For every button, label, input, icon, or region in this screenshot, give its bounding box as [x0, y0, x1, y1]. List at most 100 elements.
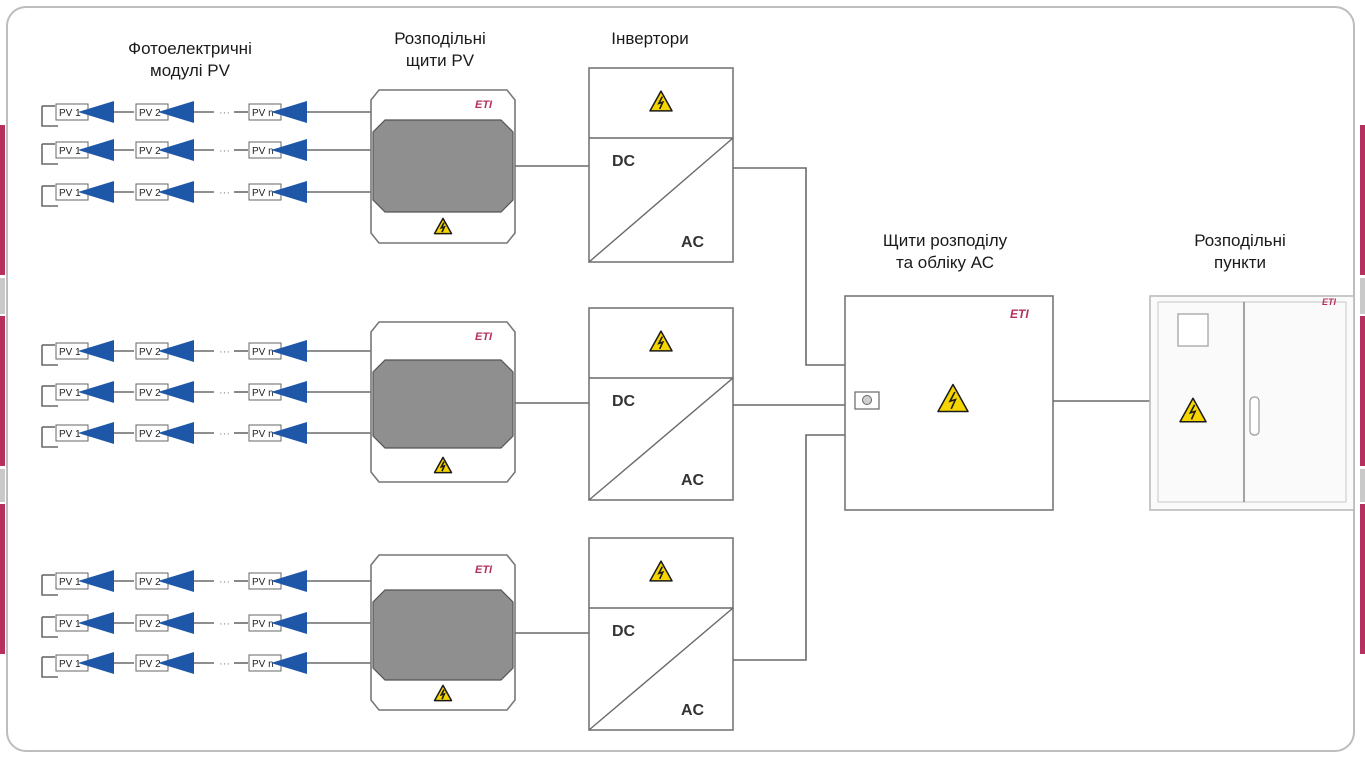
continuation-dots: ··· — [219, 618, 230, 630]
pv-module-label: PV 1 — [59, 108, 81, 119]
string-loop-line — [41, 186, 58, 207]
warning-icon — [649, 560, 673, 582]
eti-logo: ETI — [475, 331, 493, 343]
warning-icon — [649, 90, 673, 112]
eti-logo: ETI — [1322, 297, 1337, 307]
pv-panel-triangle — [78, 612, 114, 634]
pv-module-label: PV 2 — [139, 108, 161, 119]
pv-module-label: PV 1 — [59, 188, 81, 199]
pv-module-icon: PV 1 — [55, 612, 114, 634]
pv-panel-triangle — [78, 652, 114, 674]
pv-panel-triangle — [158, 570, 194, 592]
pv-panel-triangle — [271, 612, 307, 634]
edge-bar-left-bottom — [0, 504, 5, 654]
pv-module-icon: PV 1 — [55, 139, 114, 161]
pv-module-icon: PV n — [248, 381, 307, 403]
pv-module-label: PV n — [252, 659, 274, 670]
pv-panel-triangle — [271, 652, 307, 674]
pv-panel-triangle — [78, 139, 114, 161]
pv-module-label: PV 2 — [139, 146, 161, 157]
pv-module-label: PV 1 — [59, 429, 81, 440]
header-pv-combiner-boxes: Розподільні щити PV — [394, 29, 486, 70]
pv-panel-triangle — [158, 139, 194, 161]
pv-panel-triangle — [158, 181, 194, 203]
pv-module-icon: PV n — [248, 422, 307, 444]
inverter-ac-label: AC — [681, 702, 705, 719]
string-loop-line — [41, 106, 58, 127]
edge-bar-right-mid — [1360, 316, 1365, 466]
pv-module-label: PV 1 — [59, 619, 81, 630]
pv-module-label: PV n — [252, 108, 274, 119]
inverter-diagonal — [588, 377, 734, 501]
pv-panel-triangle — [78, 340, 114, 362]
header-inverters: Інвертори — [611, 29, 689, 48]
pv-module-icon: PV n — [248, 570, 307, 592]
inverter-3-to-ac-board-line — [733, 434, 845, 661]
pv-panel-triangle — [158, 652, 194, 674]
pv-module-icon: PV n — [248, 101, 307, 123]
pv-panel-triangle — [158, 612, 194, 634]
continuation-dots: ··· — [219, 658, 230, 670]
pv-module-label: PV 2 — [139, 429, 161, 440]
pv-module-icon: PV 1 — [55, 422, 114, 444]
pv-module-icon: PV 2 — [135, 422, 194, 444]
pv-module-label: PV 1 — [59, 388, 81, 399]
inverter-ac-label: AC — [681, 234, 705, 251]
pv-panel-triangle — [271, 381, 307, 403]
pv-panel-triangle — [158, 422, 194, 444]
switch-icon — [854, 391, 880, 410]
pv-module-icon: PV 1 — [55, 181, 114, 203]
pv-panel-triangle — [78, 422, 114, 444]
string-loop-line — [41, 386, 58, 407]
pv-module-icon: PV 2 — [135, 139, 194, 161]
edge-bar-right-lower-mid — [1360, 469, 1365, 502]
eti-logo: ETI — [475, 99, 493, 111]
pv-module-icon: PV 1 — [55, 340, 114, 362]
pv-module-icon: PV 2 — [135, 381, 194, 403]
continuation-dots: ··· — [219, 576, 230, 588]
pv-panel-triangle — [78, 381, 114, 403]
string-loop-line — [41, 144, 58, 165]
edge-bar-right-bottom — [1360, 504, 1365, 654]
header-ac-distribution-boards: Щити розподілу та обліку АС — [882, 231, 1008, 272]
inverter-dc-label: DC — [612, 393, 636, 410]
pv-panel-triangle — [78, 181, 114, 203]
inverter-dc-label: DC — [612, 623, 636, 640]
pv-module-label: PV n — [252, 347, 274, 358]
pv-module-label: PV 2 — [139, 388, 161, 399]
pv-module-label: PV 1 — [59, 659, 81, 670]
string-loop-line — [41, 657, 58, 678]
pv-module-label: PV 1 — [59, 146, 81, 157]
edge-bar-left-lower-mid — [0, 469, 5, 502]
continuation-dots: ··· — [219, 428, 230, 440]
pv-module-label: PV 1 — [59, 577, 81, 588]
continuation-dots: ··· — [219, 346, 230, 358]
warning-icon — [433, 456, 453, 474]
pv-panel-triangle — [271, 570, 307, 592]
pv-module-icon: PV 2 — [135, 101, 194, 123]
pv-panel-triangle — [78, 570, 114, 592]
combiner-gray-panel — [372, 119, 514, 213]
warning-icon — [433, 684, 453, 702]
pv-module-icon: PV n — [248, 612, 307, 634]
combiner-gray-panel — [372, 359, 514, 449]
edge-bar-left-upper-mid — [0, 278, 5, 314]
pv-module-label: PV n — [252, 188, 274, 199]
pv-panel-triangle — [271, 101, 307, 123]
pv-panel-triangle — [158, 381, 194, 403]
continuation-dots: ··· — [219, 107, 230, 119]
pv-panel-triangle — [271, 340, 307, 362]
pv-module-label: PV n — [252, 577, 274, 588]
pv-module-label: PV n — [252, 146, 274, 157]
pv-module-icon: PV 1 — [55, 570, 114, 592]
pv-panel-triangle — [271, 139, 307, 161]
edge-bar-right-upper-mid — [1360, 278, 1365, 314]
pv-module-icon: PV 2 — [135, 181, 194, 203]
string-loop-line — [41, 427, 58, 448]
warning-icon — [649, 330, 673, 352]
pv-panel-triangle — [158, 340, 194, 362]
edge-bar-right-top — [1360, 125, 1365, 275]
pv-module-label: PV n — [252, 619, 274, 630]
combiner-gray-panel — [372, 589, 514, 681]
pv-panel-triangle — [78, 101, 114, 123]
